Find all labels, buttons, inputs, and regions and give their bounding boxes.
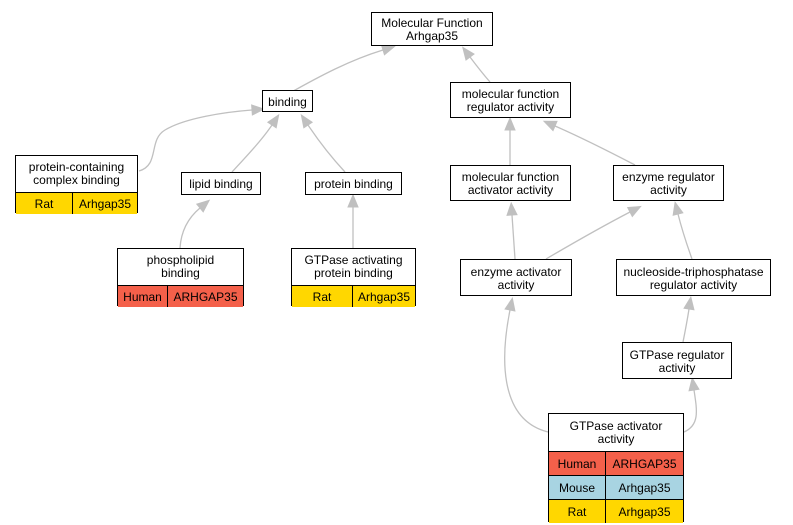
edge-pcb-to-binding [138,104,266,172]
node-protein-binding[interactable]: protein binding [305,172,402,195]
edge-line [307,124,346,173]
node-enzyme-regulator-activity[interactable]: enzyme regulator activity [613,165,724,201]
node-label: phospholipid binding [146,253,215,280]
node-molecular-function-regulator-activity[interactable]: molecular function regulator activity [450,82,571,118]
ortholog-row-human: Human ARHGAP35 [549,451,683,475]
gene-cell[interactable]: Arhgap35 [357,289,411,304]
node-label: molecular function activator activity [461,170,560,197]
species-cell: Human [118,286,168,307]
edge-lipid-to-binding [231,113,280,173]
node-nucleoside-triphosphatase-regulator-activity[interactable]: nucleoside-triphosphatase regulator acti… [616,259,771,296]
arrowhead-icon [542,120,558,132]
node-label: lipid binding [189,177,253,191]
species-cell: Human [549,452,606,475]
edge-gtpact-to-gtpreg [683,376,700,433]
node-label: enzyme regulator activity [622,170,715,197]
edge-line [231,124,273,173]
node-molecular-function[interactable]: Molecular Function Arhgap35 [371,12,493,46]
arrowhead-icon [266,113,280,129]
edge-enzact-to-enzreg [545,205,642,260]
edge-binding-to-mf [287,44,396,95]
node-gtpase-regulator-activity[interactable]: GTPase regulator activity [622,342,732,379]
arrowhead-icon [347,193,359,208]
edge-line [179,207,201,249]
arrowhead-icon [688,376,700,392]
gene-cell[interactable]: Arhgap35 [618,504,671,519]
edge-phospho-to-lipid [179,199,211,249]
arrowhead-icon [626,205,642,218]
arrowhead-icon [462,46,475,61]
species-cell: Rat [16,193,73,214]
edge-line [511,214,516,260]
edge-line [683,389,698,433]
edge-mfreg-to-mf [462,46,491,83]
edge-gtpact-to-enzact [504,296,549,433]
node-gtpase-activator-activity[interactable]: GTPase activator activity Human ARHGAP35… [548,413,684,523]
ortholog-row-mouse: Mouse Arhgap35 [549,475,683,499]
node-lipid-binding[interactable]: lipid binding [181,172,261,195]
arrowhead-icon [672,201,684,216]
node-label: GTPase activating protein binding [304,253,403,280]
edge-enzreg-to-mfreg [542,120,636,166]
edge-gtpapb-to-protein [347,193,359,248]
node-gtpase-activating-protein-binding[interactable]: GTPase activating protein binding Rat Ar… [291,248,416,307]
arrowhead-icon [506,201,518,216]
arrowhead-icon [195,199,211,213]
species-cell: Mouse [549,476,606,499]
ortholog-row-rat: Rat Arhgap35 [549,499,683,523]
node-label: Molecular Function Arhgap35 [381,16,483,43]
edge-line [504,309,549,433]
node-label: molecular function regulator activity [461,87,560,114]
arrowhead-icon [300,113,314,129]
edge-line [138,109,253,172]
node-molecular-function-activator-activity[interactable]: molecular function activator activity [450,165,571,201]
edge-gtpreg-to-ntpreg [682,295,695,343]
species-cell: Rat [549,500,606,523]
node-label: binding [268,94,307,109]
node-label: nucleoside-triphosphatase regulator acti… [623,264,764,292]
node-phospholipid-binding[interactable]: phospholipid binding Human ARHGAP35 [117,248,244,307]
ortholog-row-rat: Rat Arhgap35 [292,285,415,307]
arrowhead-icon [504,296,516,312]
gene-cell[interactable]: ARHGAP35 [173,289,238,304]
edge-protein-to-binding [300,113,346,173]
node-label: GTPase regulator activity [629,347,725,375]
edge-line [677,213,693,260]
arrowhead-icon [504,116,516,131]
gene-cell[interactable]: Arhgap35 [618,480,671,495]
node-label: protein binding [314,177,393,191]
species-cell: Rat [292,286,353,307]
node-label: enzyme activator activity [470,264,562,292]
edge-line [469,56,491,83]
node-label: GTPase activator activity [569,418,663,446]
edge-ntpreg-to-enzreg [672,201,693,260]
ortholog-row-human: Human ARHGAP35 [118,285,243,307]
arrowhead-icon [683,295,695,311]
edge-enzact-to-mfact [506,201,518,260]
node-protein-containing-complex-binding[interactable]: protein-containing complex binding Rat A… [15,155,138,214]
node-label: protein-containing complex binding [28,160,125,187]
gene-cell[interactable]: Arhgap35 [78,196,132,211]
edge-mfact-to-mfreg [504,116,516,165]
node-binding[interactable]: binding [262,90,313,112]
edge-line [682,308,690,343]
edge-line [287,49,384,95]
edge-line [545,211,631,260]
gene-cell[interactable]: ARHGAP35 [612,456,677,471]
node-enzyme-activator-activity[interactable]: enzyme activator activity [460,259,572,296]
arrowhead-icon [251,104,266,116]
ortholog-row-rat: Rat Arhgap35 [16,192,137,214]
edge-line [554,125,636,166]
